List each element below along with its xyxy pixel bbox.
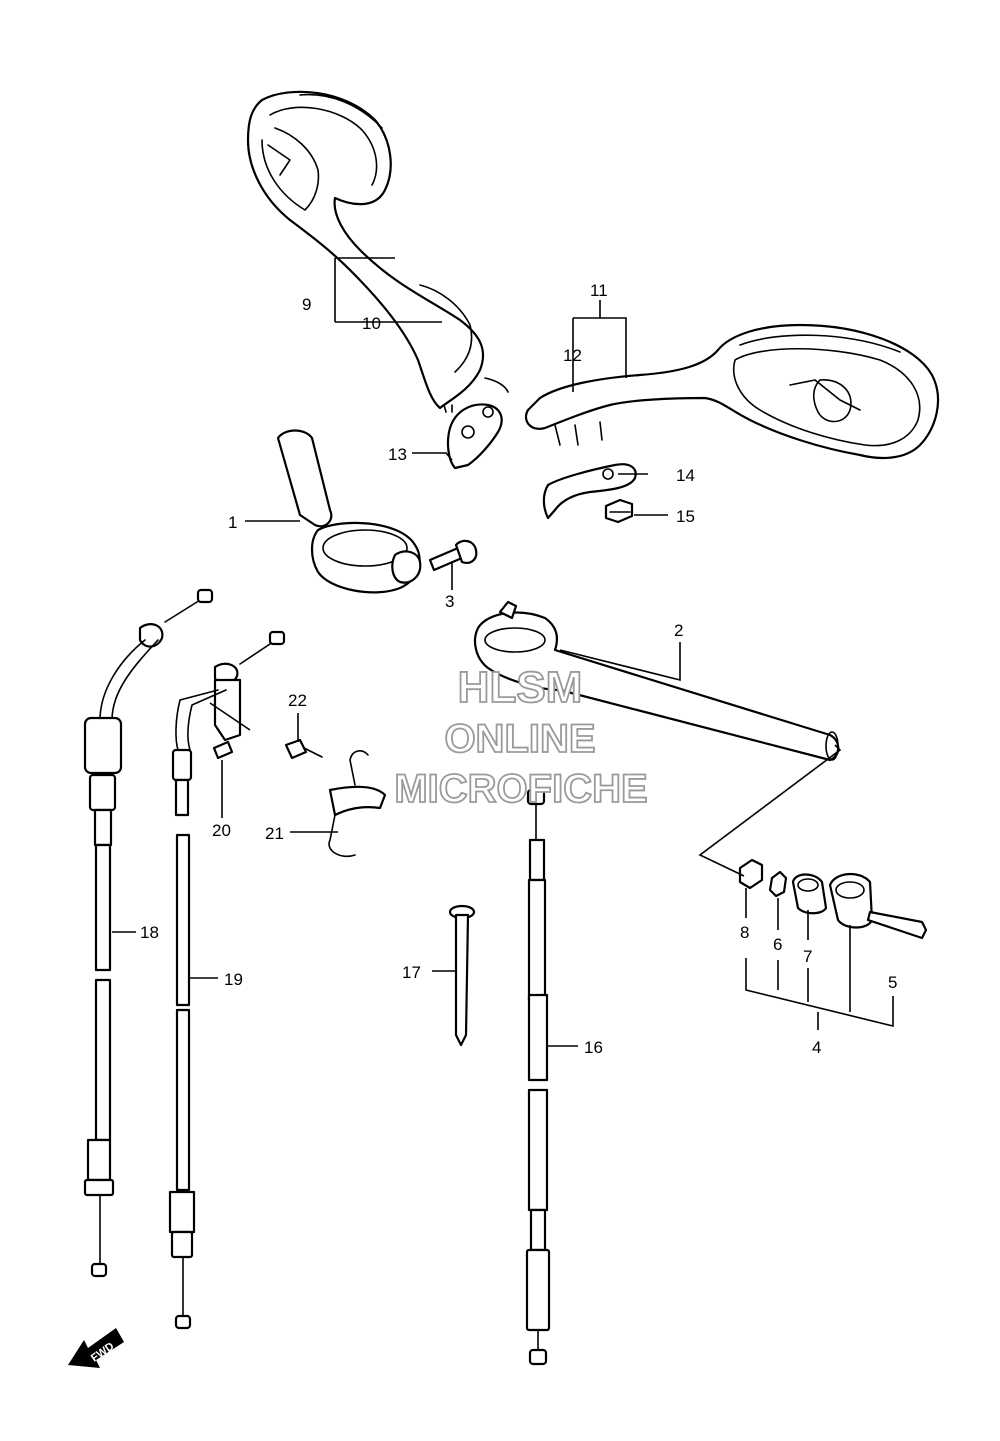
- screw-20: [212, 740, 234, 760]
- callout-16: 16: [584, 1038, 603, 1057]
- watermark-line-2: ONLINE: [444, 717, 595, 761]
- bracket-13: [446, 403, 503, 470]
- cable-guide-21: [328, 750, 387, 858]
- callout-10: 10: [362, 314, 381, 333]
- leader-lines: [112, 257, 894, 1047]
- callout-5: 5: [888, 973, 897, 992]
- watermark: HLSM ONLINE MICROFICHE: [393, 662, 648, 812]
- callout-12: 12: [563, 346, 582, 365]
- right-mirror: [524, 323, 940, 460]
- bracket-14: [542, 463, 637, 520]
- callout-7: 7: [803, 947, 812, 966]
- fwd-arrow: FWD: [68, 1328, 124, 1368]
- callouts: 1 2 3 4 5 6 7 8 9 10 11 12 13 14 15 16 1…: [140, 281, 897, 1057]
- left-mirror: [246, 90, 509, 413]
- callout-15: 15: [676, 507, 695, 526]
- callout-11: 11: [590, 281, 608, 300]
- callout-3: 3: [445, 592, 454, 611]
- throttle-cable-19: [168, 630, 286, 1330]
- callout-8: 8: [740, 923, 749, 942]
- watermark-line-3: MICROFICHE: [394, 767, 647, 811]
- throttle-cable-18: [83, 588, 214, 1278]
- callout-17: 17: [402, 963, 421, 982]
- nut-15: [604, 498, 634, 524]
- callout-21: 21: [265, 824, 284, 843]
- callout-9: 9: [302, 295, 311, 314]
- callout-4: 4: [812, 1038, 821, 1057]
- callout-14: 14: [676, 466, 695, 485]
- cable-tie-17: [448, 904, 476, 1047]
- callout-22: 22: [288, 691, 307, 710]
- callout-20: 20: [212, 821, 231, 840]
- bolt-3: [428, 539, 478, 572]
- callout-6: 6: [773, 935, 782, 954]
- callout-13: 13: [388, 445, 407, 464]
- callout-2: 2: [674, 621, 683, 640]
- bar-end-parts: [738, 858, 928, 940]
- callout-1: 1: [228, 513, 237, 532]
- callout-18: 18: [140, 923, 159, 942]
- clutch-cable-16: [525, 788, 551, 1366]
- watermark-line-1: HLSM: [458, 663, 583, 712]
- callout-19: 19: [224, 970, 243, 989]
- left-handlebar: [276, 429, 422, 594]
- bolt-22: [284, 738, 323, 760]
